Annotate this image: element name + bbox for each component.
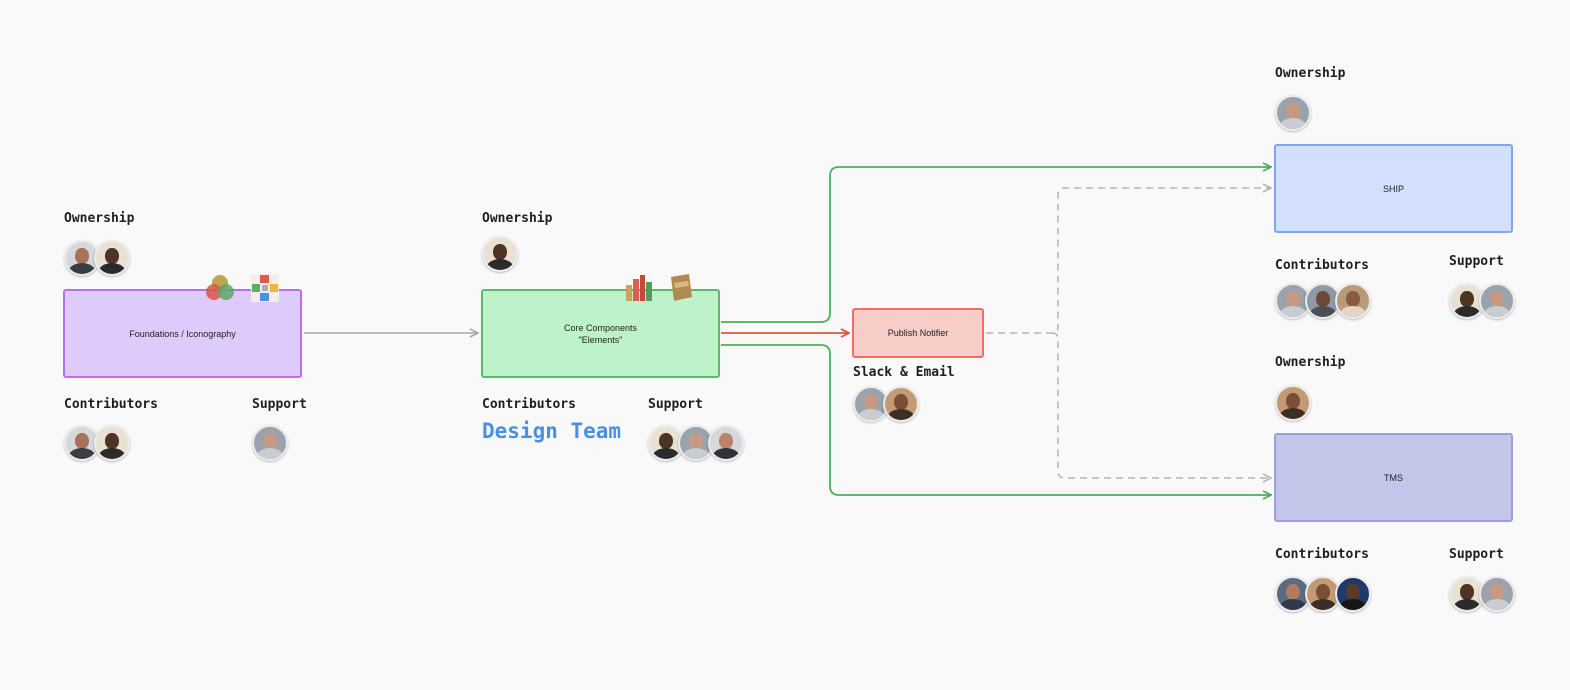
core-node-line2: "Elements" [578,334,623,345]
package-icon [671,274,692,301]
avatar[interactable] [482,236,518,272]
core-owners [482,236,518,272]
tms-ownership-label: Ownership [1275,355,1346,370]
tms-contributors-label: Contributors [1275,547,1369,562]
core-components-node[interactable]: Core Components "Elements" [481,289,720,378]
foundations-support [252,425,288,461]
avatar[interactable] [1479,576,1515,612]
avatar[interactable] [1275,95,1311,131]
core-support-label: Support [648,397,703,412]
avatar[interactable] [252,425,288,461]
arrow-core-to-ship [721,167,1271,323]
foundations-owners [64,240,130,276]
ship-contributors-label: Contributors [1275,258,1369,273]
ship-node[interactable]: SHIP [1274,144,1513,233]
avatar[interactable] [1335,576,1371,612]
tms-support-label: Support [1449,547,1504,562]
tms-node[interactable]: TMS [1274,433,1513,522]
tms-contributors [1275,576,1371,612]
foundations-node[interactable]: Foundations / Iconography [63,289,302,378]
ship-owners [1275,95,1311,131]
avatar[interactable] [1479,283,1515,319]
ship-contributors [1275,283,1371,319]
avatar[interactable] [708,425,744,461]
core-node-line1: Core Components [563,322,638,333]
foundations-node-label: Foundations / Iconography [129,328,236,339]
avatar[interactable] [1275,385,1311,421]
foundations-support-label: Support [252,397,307,412]
tms-node-label: TMS [1384,472,1403,483]
avatar[interactable] [883,386,919,422]
arrow-core-to-tms [721,344,1271,495]
foundations-contributors [64,425,130,461]
foundations-contributors-label: Contributors [64,397,158,412]
notifier-owners [853,386,919,422]
core-support [648,425,744,461]
ship-support [1449,283,1515,319]
arrow-notifier-to-ship [986,188,1271,334]
notifier-node-label: Publish Notifier [887,328,949,338]
slack-email-label: Slack & Email [853,365,955,380]
icon-grid-icon [251,274,279,302]
avatar[interactable] [1335,283,1371,319]
ship-node-label: SHIP [1382,183,1404,194]
publish-notifier-node[interactable]: Publish Notifier [852,308,984,358]
core-ownership-label: Ownership [482,211,553,226]
design-team-label: Design Team [482,419,622,443]
arrow-notifier-to-tms [1051,332,1271,478]
ship-support-label: Support [1449,254,1504,269]
avatar[interactable] [94,425,130,461]
core-contributors-label: Contributors [482,397,576,412]
books-icon [626,275,652,301]
venn-icon [206,275,234,300]
avatar[interactable] [94,240,130,276]
foundations-ownership-label: Ownership [64,211,135,226]
tms-owners [1275,385,1311,421]
tms-support [1449,576,1515,612]
ship-ownership-label: Ownership [1275,66,1346,81]
